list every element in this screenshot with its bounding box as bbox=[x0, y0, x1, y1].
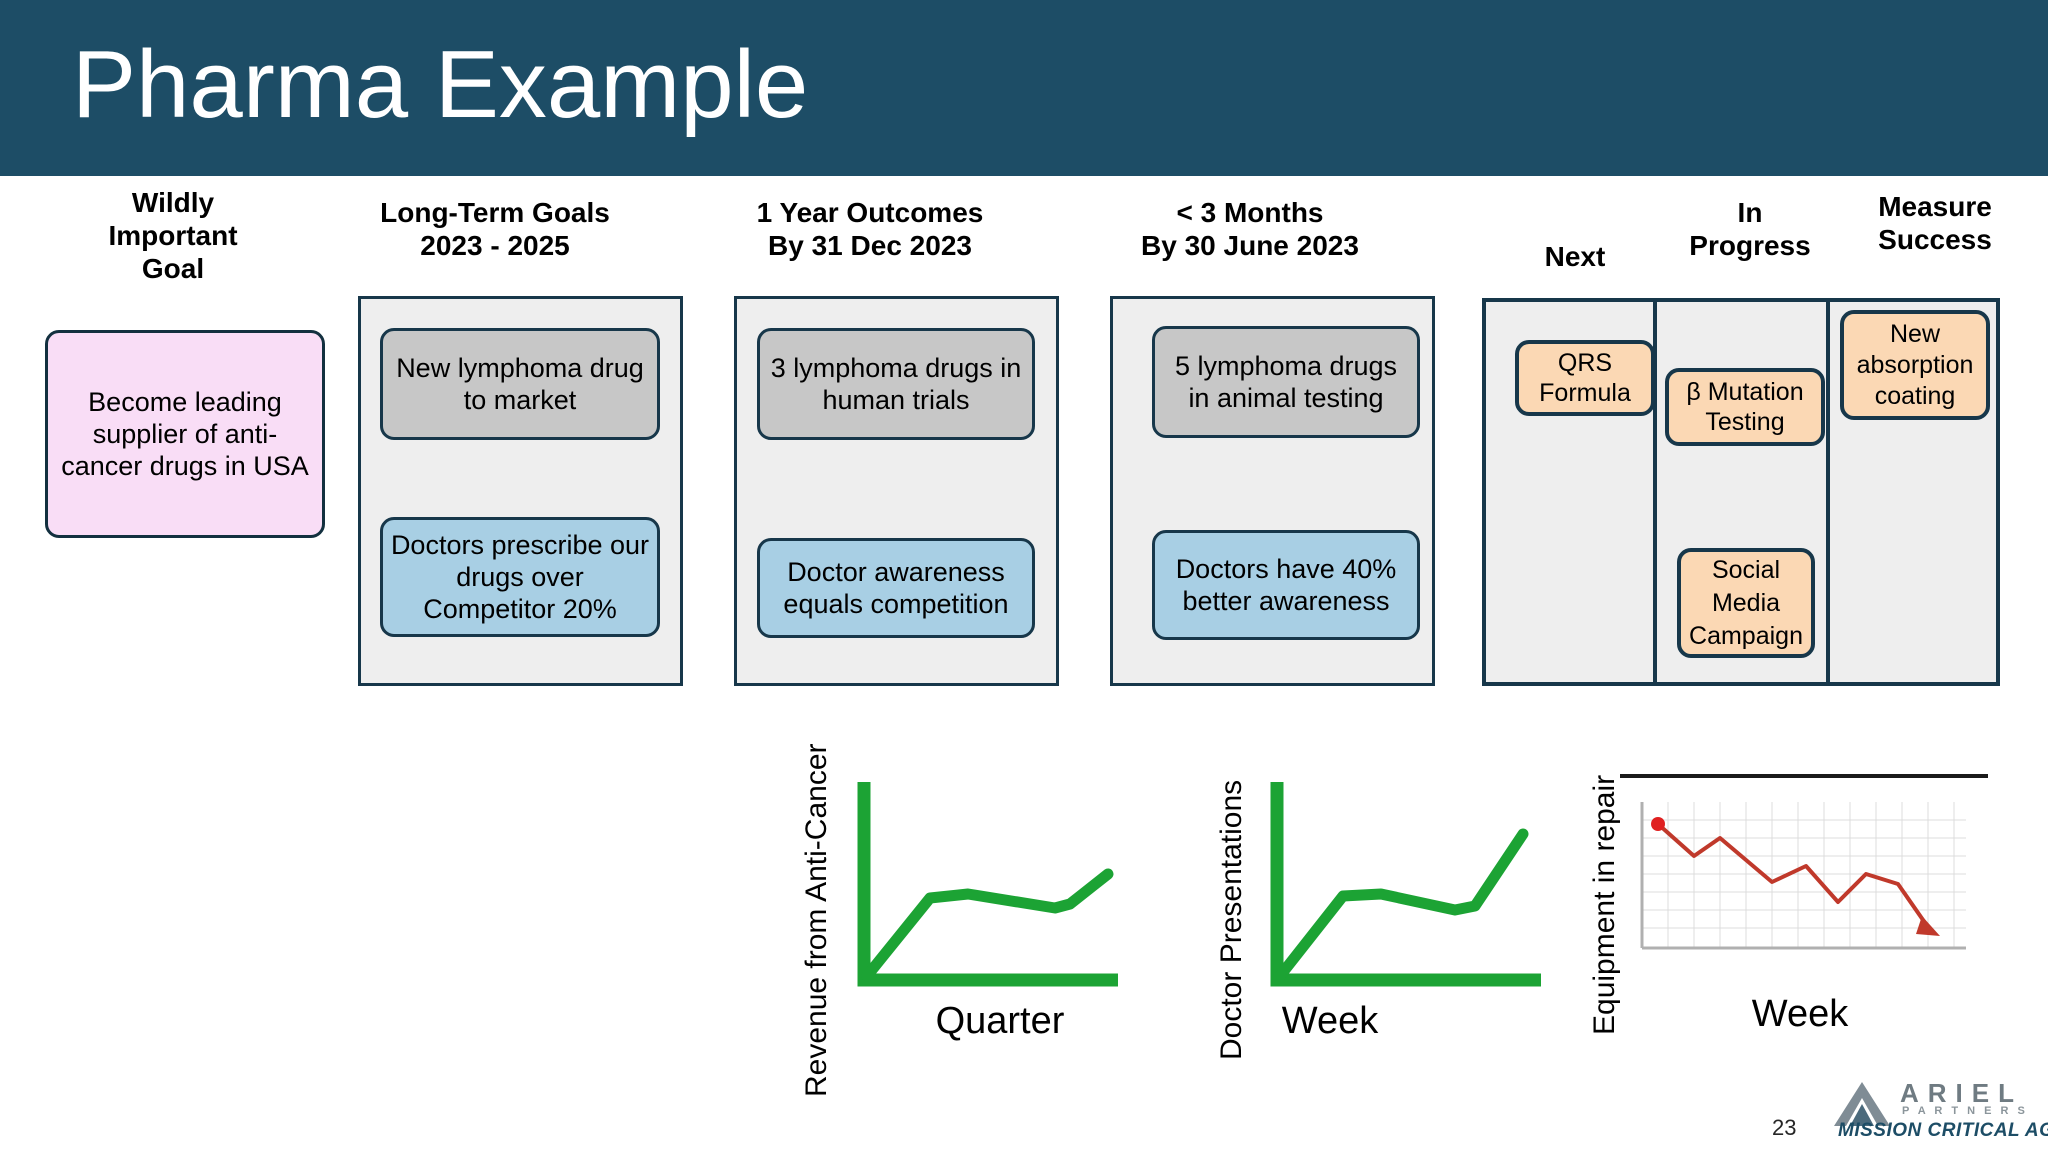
chart-3-start-marker-dot bbox=[1651, 817, 1665, 831]
wig-card[interactable]: Become leading supplier of anti-cancer d… bbox=[45, 330, 325, 538]
kanban-card-qrs-formula[interactable]: QRS Formula bbox=[1515, 340, 1655, 416]
kanban-card-new-absorption-coating[interactable]: New absorption coating bbox=[1840, 310, 1990, 420]
chart-1 bbox=[850, 770, 1130, 1005]
chart-3-svg bbox=[1620, 774, 1988, 950]
column-header-line-1: < 3 Months bbox=[1176, 197, 1324, 228]
column-header-line-2: By 30 June 2023 bbox=[1141, 230, 1359, 261]
kanban-card-social-media-campaign[interactable]: Social Media Campaign bbox=[1677, 548, 1815, 658]
kanban-header-line-1: In bbox=[1737, 197, 1763, 228]
wig-header: Wildly Important Goal bbox=[62, 186, 284, 285]
kanban-header-measure-success: Measure Success bbox=[1840, 190, 2030, 256]
ariel-partners-logo bbox=[1832, 1078, 1892, 1135]
chart-1-y-axis-label: Revenue from Anti-Cancer bbox=[800, 743, 833, 1097]
wig-header-line-2: Important bbox=[108, 220, 238, 251]
chart-3-grid bbox=[1642, 802, 1966, 948]
chart-1-series-line bbox=[861, 868, 1114, 982]
chart-2-axis bbox=[1270, 782, 1541, 987]
page-title: Pharma Example bbox=[72, 31, 809, 138]
kanban-header-line-2: Progress bbox=[1689, 230, 1811, 261]
column-header-three-months: < 3 Months By 30 June 2023 bbox=[1100, 196, 1400, 262]
lead-card-one-year-outcomes[interactable]: 3 lymphoma drugs in human trials bbox=[757, 328, 1035, 440]
kanban-header-line-1: Measure bbox=[1878, 191, 1992, 222]
chart-3 bbox=[1620, 770, 1990, 985]
kanban-divider-1 bbox=[1653, 298, 1657, 686]
kanban-header-next: Next bbox=[1490, 240, 1660, 273]
column-header-one-year-outcomes: 1 Year Outcomes By 31 Dec 2023 bbox=[720, 196, 1020, 262]
lag-card-long-term-goals[interactable]: Doctors prescribe our drugs over Competi… bbox=[380, 517, 660, 637]
lead-card-long-term-goals[interactable]: New lymphoma drug to market bbox=[380, 328, 660, 440]
chart-2 bbox=[1263, 770, 1553, 1005]
chart-3-end-marker-arrow bbox=[1916, 916, 1940, 936]
chart-3-y-axis-label: Equipment in repair bbox=[1588, 774, 1621, 1036]
lag-card-one-year-outcomes[interactable]: Doctor awareness equals competition bbox=[757, 538, 1035, 638]
chart-2-x-axis-label: Week bbox=[1281, 1000, 1379, 1042]
ariel-mark-icon bbox=[1834, 1082, 1890, 1126]
chart-1-axis bbox=[857, 782, 1118, 987]
title-bar bbox=[0, 0, 2048, 176]
column-header-line-1: Long-Term Goals bbox=[380, 197, 610, 228]
chart-2-series-line bbox=[1274, 828, 1529, 982]
column-header-line-1: 1 Year Outcomes bbox=[756, 197, 984, 228]
kanban-card-beta-mutation-testing[interactable]: β Mutation Testing bbox=[1665, 368, 1825, 446]
kanban-header-line-2: Success bbox=[1878, 224, 1992, 255]
lag-card-three-months[interactable]: Doctors have 40% better awareness bbox=[1152, 530, 1420, 640]
lead-card-three-months[interactable]: 5 lymphoma drugs in animal testing bbox=[1152, 326, 1420, 438]
chart-3-series-line bbox=[1656, 822, 1932, 932]
logo-brand-text: ARIEL bbox=[1900, 1078, 2023, 1108]
kanban-header-line-1: Next bbox=[1544, 241, 1606, 272]
kanban-divider-2 bbox=[1826, 298, 1830, 686]
chart-1-x-axis-label: Quarter bbox=[935, 1000, 1065, 1042]
logo-tagline: MISSION CRITICAL AGILE bbox=[1838, 1120, 2048, 1141]
page-number: 23 bbox=[1772, 1115, 1797, 1140]
chart-2-y-axis-label: Doctor Presentations bbox=[1215, 779, 1248, 1061]
wig-header-line-3: Goal bbox=[141, 253, 205, 284]
chart-2-svg bbox=[1270, 782, 1541, 987]
column-header-long-term-goals: Long-Term Goals 2023 - 2025 bbox=[345, 196, 645, 262]
wig-header-line-1: Wildly bbox=[131, 187, 215, 218]
chart-1-svg bbox=[857, 782, 1118, 987]
logo-sub-text: P A R T N E R S bbox=[1902, 1105, 2028, 1117]
chart-3-plot-background bbox=[1642, 802, 1966, 948]
kanban-header-in-progress: In Progress bbox=[1655, 196, 1845, 262]
column-header-line-2: By 31 Dec 2023 bbox=[768, 230, 972, 261]
chart-3-x-axis-label: Week bbox=[1751, 993, 1849, 1035]
column-header-line-2: 2023 - 2025 bbox=[420, 230, 570, 261]
